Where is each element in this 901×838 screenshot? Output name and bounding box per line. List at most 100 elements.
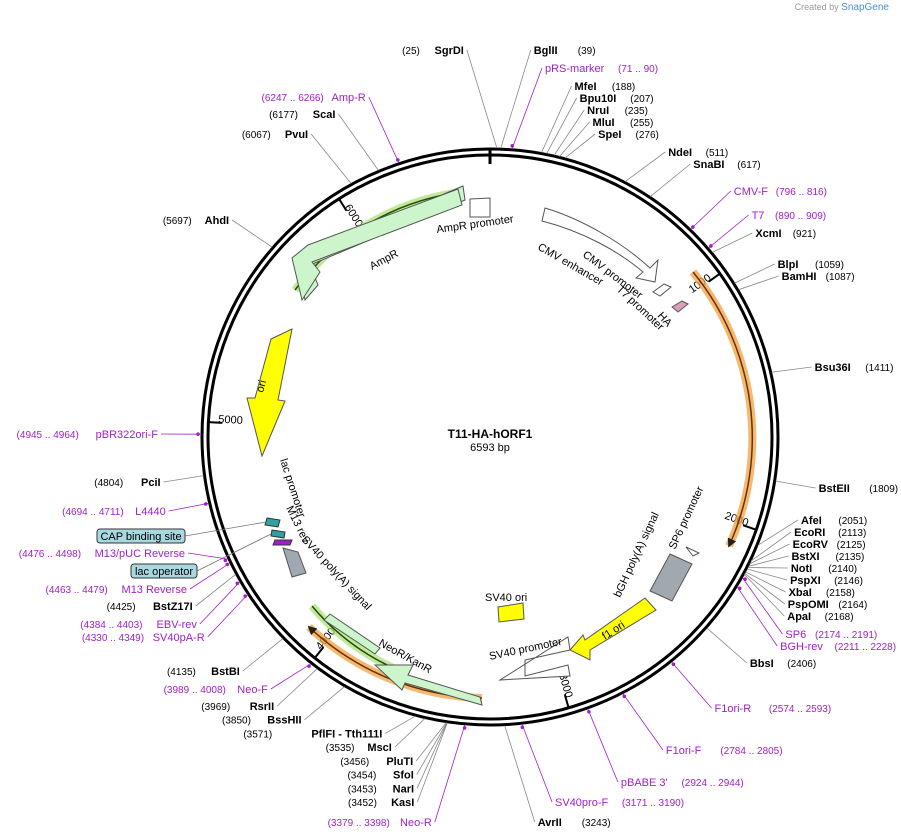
primer-mark-sv40pro-f (520, 725, 525, 730)
enzyme-label-spei: SpeI (598, 129, 621, 141)
ha-feature (671, 300, 689, 313)
leader-pcii (163, 475, 204, 483)
leader-msci (394, 718, 426, 748)
cap-site-leader (184, 521, 267, 537)
leader-sv40pa-r (207, 594, 248, 638)
ori-feature (246, 328, 293, 458)
primer-mark-neo-r (462, 726, 467, 730)
enzyme-pos-bpu10i: (207) (630, 94, 653, 105)
primer-range-cmv-f: (796 .. 816) (776, 187, 827, 198)
primer-mark-neo-f (307, 664, 311, 668)
enzyme-label-msci: MscI (367, 742, 391, 754)
leader-pbabe-3 (587, 708, 619, 783)
primer-range-prs-marker: (71 .. 90) (618, 64, 658, 75)
cap-site-block (264, 517, 281, 528)
plasmid-length: 6593 bp (470, 442, 510, 454)
leader-bgh-rev (736, 586, 778, 647)
leader-bstxi (748, 555, 789, 567)
t7-promoter-feature (652, 283, 672, 297)
leader-pluti (415, 722, 447, 762)
enzyme-pos-pflfi-tth111i: (3571) (243, 729, 272, 740)
primer-label-neo-r: Neo-R (400, 817, 432, 829)
enzyme-pos-nrui: (235) (625, 106, 648, 117)
enzyme-pos-afei: (2051) (838, 516, 867, 527)
enzyme-pos-bstxi: (2135) (835, 552, 864, 563)
primer-range-sp6: (2174 .. 2191) (815, 630, 877, 641)
enzyme-pos-noti: (2140) (828, 564, 857, 575)
enzyme-label-avrii: AvrII (538, 817, 562, 829)
enzyme-pos-xcmi: (921) (793, 229, 816, 240)
enzyme-pos-bstbi: (4135) (167, 667, 196, 678)
primer-mark-pbr322ori-f (196, 432, 200, 436)
tick-2000 (742, 524, 757, 531)
enzyme-label-snabi: SnaBI (693, 159, 724, 171)
primer-mark-m13-puc-reverse (223, 558, 228, 563)
enzyme-pos-pspomi: (2164) (838, 600, 867, 611)
leader-sv40pro-f (521, 724, 553, 803)
enzyme-label-noti: NotI (791, 563, 812, 575)
label-sv40-promoter: SV40 promoter (488, 636, 563, 663)
tick-3000 (563, 694, 570, 709)
leader-neo-r (434, 724, 466, 823)
enzyme-pos-snabi: (617) (737, 160, 760, 171)
enzyme-label-bbsi: BbsI (750, 658, 774, 670)
primer-label-bgh-rev: BGH-rev (780, 641, 823, 653)
primer-range-sv40pa-r: (4330 .. 4349) (82, 633, 144, 644)
primer-label-l4440: L4440 (135, 506, 166, 518)
enzyme-label-pspomi: PspOMI (788, 599, 829, 611)
leader-sp6 (742, 577, 783, 635)
primer-label-sp6: SP6 (785, 629, 806, 641)
orf-arrow-horf1 (692, 271, 753, 548)
enzyme-label-pluti: PluTI (386, 756, 413, 768)
enzyme-pos-nari: (3453) (348, 784, 377, 795)
leader-bbsi (706, 627, 748, 664)
enzyme-pos-bsshii: (3850) (222, 716, 251, 727)
credit-prefix: Created by (794, 2, 839, 12)
enzyme-label-pspxi: PspXI (790, 575, 821, 587)
primer-mark-f1ori-f (622, 694, 627, 699)
enzyme-labels-right: BglII(39)MfeI(188)Bpu10I(207)NruI(235)Ml… (500, 45, 898, 829)
tick-1000 (707, 272, 721, 283)
primer-label-neo-f: Neo-F (237, 684, 268, 696)
leader-afei (757, 519, 799, 546)
enzyme-label-afei: AfeI (801, 515, 822, 527)
enzyme-pos-xbai: (2158) (826, 588, 855, 599)
enzyme-pos-bstz17i: (4425) (107, 602, 136, 613)
primer-mark-ebv-rev (235, 581, 240, 586)
primer-range-pbabe-3: (2924 .. 2944) (681, 778, 743, 789)
enzyme-pos-kasi: (3452) (348, 798, 377, 809)
snapgene-logo-text: SnapGene (841, 2, 889, 13)
enzyme-pos-msci: (3535) (326, 743, 355, 754)
primer-range-ebv-rev: (4384 .. 4403) (80, 620, 142, 631)
leader-bpu10i (546, 97, 577, 154)
leader-t7 (708, 214, 749, 249)
enzyme-label-sgrdi: SgrDI (435, 45, 464, 57)
enzyme-label-scai: ScaI (313, 109, 336, 121)
primer-mark-bgh-rev (737, 586, 742, 591)
enzyme-label-pcii: PciI (141, 477, 161, 489)
enzyme-label-blpi: BlpI (778, 259, 799, 271)
enzyme-label-ecori: EcoRI (794, 527, 825, 539)
leader-ecori (750, 531, 792, 562)
primer-range-neo-r: (3379 .. 3398) (328, 818, 390, 829)
cap-binding-site-label: CAP binding site (100, 531, 181, 543)
label-ori: ori (254, 379, 269, 394)
enzyme-label-bsshii: BssHII (267, 715, 301, 727)
enzyme-label-bstz17i: BstZ17I (153, 601, 193, 613)
leader-bglii (500, 49, 532, 149)
tick-label-5000: 5000 (218, 414, 243, 427)
sp6-promoter-feature (685, 546, 701, 557)
enzyme-labels-left: SgrDI(25)ScaI(6177)PvuI(6067)AhdI(5697)P… (94, 45, 498, 809)
orf-arrow-neo (307, 625, 483, 699)
snapgene-credit: Created by SnapGene (795, 2, 889, 13)
enzyme-pos-ahdi: (5697) (163, 216, 192, 227)
primer-label-amp-r: Amp-R (332, 92, 366, 104)
leader-bsu36i (771, 366, 812, 373)
leader-rsrii (276, 668, 318, 707)
primer-range-t7: (890 .. 909) (775, 211, 826, 222)
enzyme-pos-sgrdi: (25) (402, 46, 420, 57)
primer-range-f1ori-f: (2784 .. 2805) (720, 746, 782, 757)
bgh-polya-feature (649, 553, 693, 602)
enzyme-label-bsu36i: Bsu36I (815, 362, 851, 374)
primer-mark-amp-r (396, 158, 400, 162)
